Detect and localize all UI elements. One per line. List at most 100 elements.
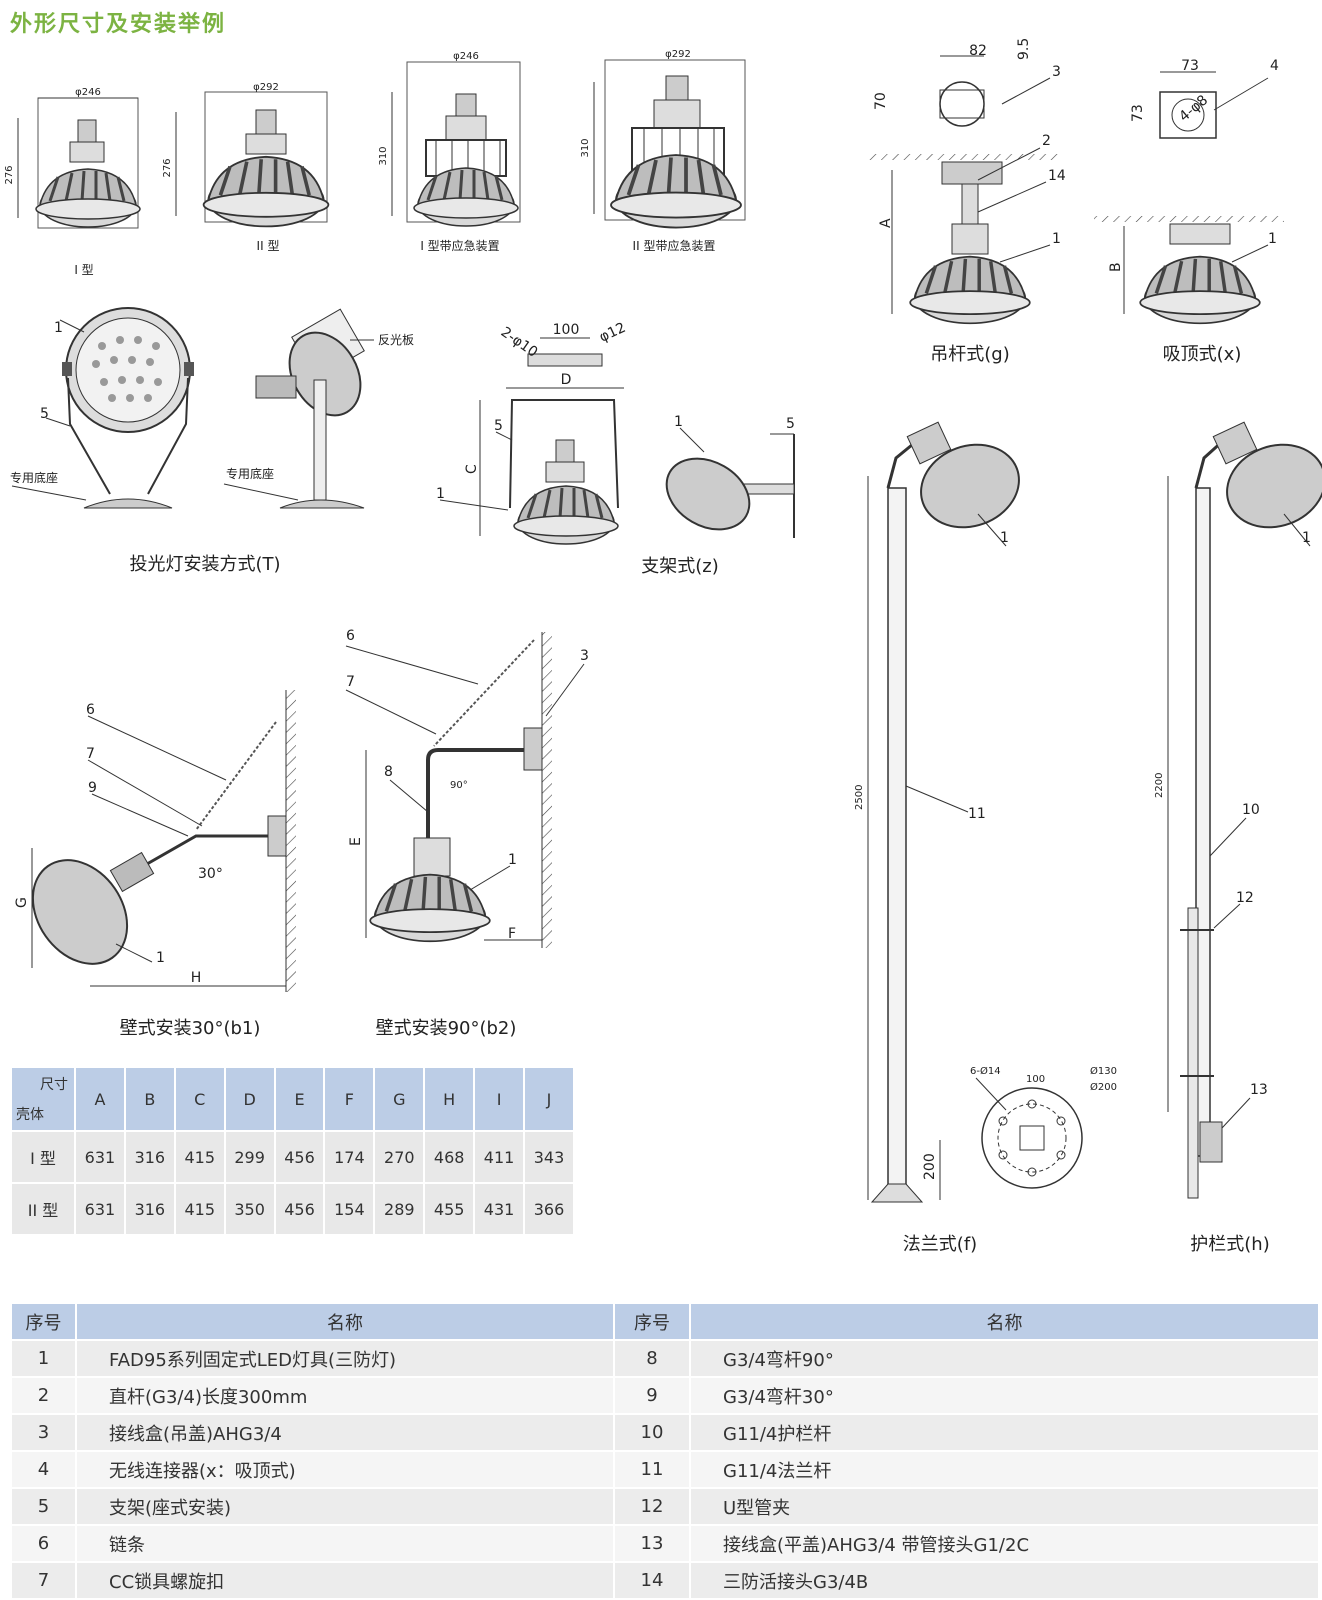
flange-mount-caption: 法兰式(f) [903,1234,977,1255]
parts-table: 序号 名称 序号 名称 1 FAD95系列固定式LED灯具(三防灯) 8 G3/… [10,1302,1320,1600]
lamp-3-caption: I 型带应急装置 [420,238,499,253]
guardrail-mount-caption: 护栏式(h) [1190,1234,1269,1255]
wall90-callout-3: 3 [580,648,589,664]
wall30-dim-G: G [14,897,30,908]
part-name: G3/4弯杆90° [689,1339,1320,1378]
table-row: 7 CC锁具螺旋扣 14 三防活接头G3/4B [10,1561,1320,1600]
lamp-2-width: φ292 [253,82,279,93]
flange-dim-200: 200 [922,1153,938,1180]
bracket-callout-1: 1 [436,486,445,502]
part-number: 14 [613,1561,691,1600]
ceiling-callout-1: 1 [1268,231,1277,247]
wall-90-caption: 壁式安装90°(b2) [376,1018,517,1039]
wall30-callout-7: 7 [86,746,95,762]
pole-callout-14: 14 [1048,168,1066,184]
table-row: 6 链条 13 接线盒(平盖)AHG3/4 带管接头G1/2C [10,1524,1320,1563]
table-row: 3 接线盒(吊盖)AHG3/4 10 G11/4护栏杆 [10,1413,1320,1452]
part-name: G11/4法兰杆 [689,1450,1320,1489]
flood-callout-1: 1 [54,320,63,336]
part-number: 9 [613,1376,691,1415]
part-name: G3/4弯杆30° [689,1376,1320,1415]
table-cell: 366 [523,1182,575,1236]
wall-30-caption: 壁式安装30°(b1) [120,1018,261,1039]
bracket-dim-D: D [561,372,572,388]
table-cell: 343 [523,1130,575,1184]
flange-dim-2500: 2500 [854,785,865,810]
pole-mount-caption: 吊杆式(g) [930,344,1009,365]
table-row: I 型 631 316 415 299 456 174 270 468 411 … [10,1130,575,1184]
lamp-1-caption: I 型 [74,263,93,277]
lamp-3-width: φ246 [453,51,479,62]
row-label: II 型 [10,1182,76,1236]
wall90-callout-1: 1 [508,852,517,868]
bracket-mount-figure: 100 2-φ10 φ12 D C 5 1 1 5 支架式(z) [436,320,795,577]
part-name: FAD95系列固定式LED灯具(三防灯) [75,1339,615,1378]
ceiling-mount-figure: 73 73 4-φ8 4 B 1 吸顶式(x) [1094,58,1284,365]
part-number: 10 [613,1413,691,1452]
lamp-type-1: φ246 276 I 型 [4,87,142,277]
parts-col-name-1: 名称 [75,1302,615,1341]
bracket-dim-phi12: φ12 [597,320,628,346]
table-cell: 270 [373,1130,426,1184]
dimension-table: 尺寸 壳体 A B C D E F G H I J I 型 631 316 41… [10,1066,575,1236]
part-name: CC锁具螺旋扣 [75,1561,615,1600]
page-title: 外形尺寸及安装举例 [10,12,227,37]
wall30-callout-6: 6 [86,702,95,718]
wall30-callout-9: 9 [88,780,97,796]
guardrail-callout-12: 12 [1236,890,1254,906]
wall90-dim-F: F [508,926,516,942]
lamp-2-caption: II 型 [257,239,280,253]
dim-col-I: I [473,1066,526,1132]
ceiling-dim-73-h: 73 [1130,104,1146,122]
row-label: I 型 [10,1130,76,1184]
lamp-1-width: φ246 [75,87,101,98]
wall30-callout-1: 1 [156,950,165,966]
table-cell: 289 [373,1182,426,1236]
dim-col-J: J [523,1066,575,1132]
dim-col-A: A [74,1066,126,1132]
part-name: 无线连接器(x：吸顶式) [75,1450,615,1489]
part-name: 链条 [75,1524,615,1563]
pole-dim-A: A [878,218,894,228]
guardrail-callout-13: 13 [1250,1082,1268,1098]
wall90-callout-7: 7 [346,674,355,690]
wall30-dim-H: H [191,970,202,986]
guardrail-callout-10: 10 [1242,802,1260,818]
flange-mount-figure: 2500 200 1 11 6-Ø14 100 Ø130 Ø200 法兰式(f) [854,421,1117,1255]
guardrail-callout-1: 1 [1302,530,1311,546]
pole-callout-3: 3 [1052,64,1061,80]
bracket-side-callout-1: 1 [674,414,683,430]
lamp-type-2: φ292 276 II 型 [162,82,331,253]
part-name: 直杆(G3/4)长度300mm [75,1376,615,1415]
table-cell: 631 [74,1182,126,1236]
lamp-1-height: 276 [4,165,15,184]
table-cell: 456 [273,1130,326,1184]
flood-mount-caption: 投光灯安装方式(T) [129,554,280,575]
part-number: 5 [10,1487,77,1526]
dim-col-E: E [273,1066,326,1132]
corner-size-label: 尺寸 [40,1077,68,1093]
flood-label-base-1: 专用底座 [10,470,58,485]
flood-label-reflector: 反光板 [378,333,414,347]
pole-dim-9-5: 9.5 [1016,38,1032,60]
table-cell: 316 [123,1182,176,1236]
wall90-angle: 90° [450,780,468,791]
flood-label-base-2: 专用底座 [226,466,274,481]
technical-drawings: φ246 276 I 型 φ292 276 II 型 φ246 310 I 型带… [4,38,1322,1255]
wall-90-figure: 6 7 3 8 90° E F 1 壁式安装90°(b2) [345,628,589,1039]
part-name: 支架(座式安装) [75,1487,615,1526]
part-number: 12 [613,1487,691,1526]
dim-col-C: C [173,1066,226,1132]
table-row: 1 FAD95系列固定式LED灯具(三防灯) 8 G3/4弯杆90° [10,1339,1320,1378]
dim-table-corner: 尺寸 壳体 [10,1066,76,1132]
table-row: II 型 631 316 415 350 456 154 289 455 431… [10,1182,575,1236]
ceiling-callout-4: 4 [1270,58,1279,74]
flange-dim-100: 100 [1026,1074,1045,1085]
bracket-mount-caption: 支架式(z) [641,556,719,577]
part-number: 13 [613,1524,691,1563]
guardrail-mount-figure: 2200 1 10 12 13 护栏式(h) [1154,421,1322,1255]
table-cell: 154 [323,1182,376,1236]
parts-table-header: 序号 名称 序号 名称 [10,1302,1320,1341]
part-number: 7 [10,1561,77,1600]
bracket-callout-5: 5 [494,418,503,434]
